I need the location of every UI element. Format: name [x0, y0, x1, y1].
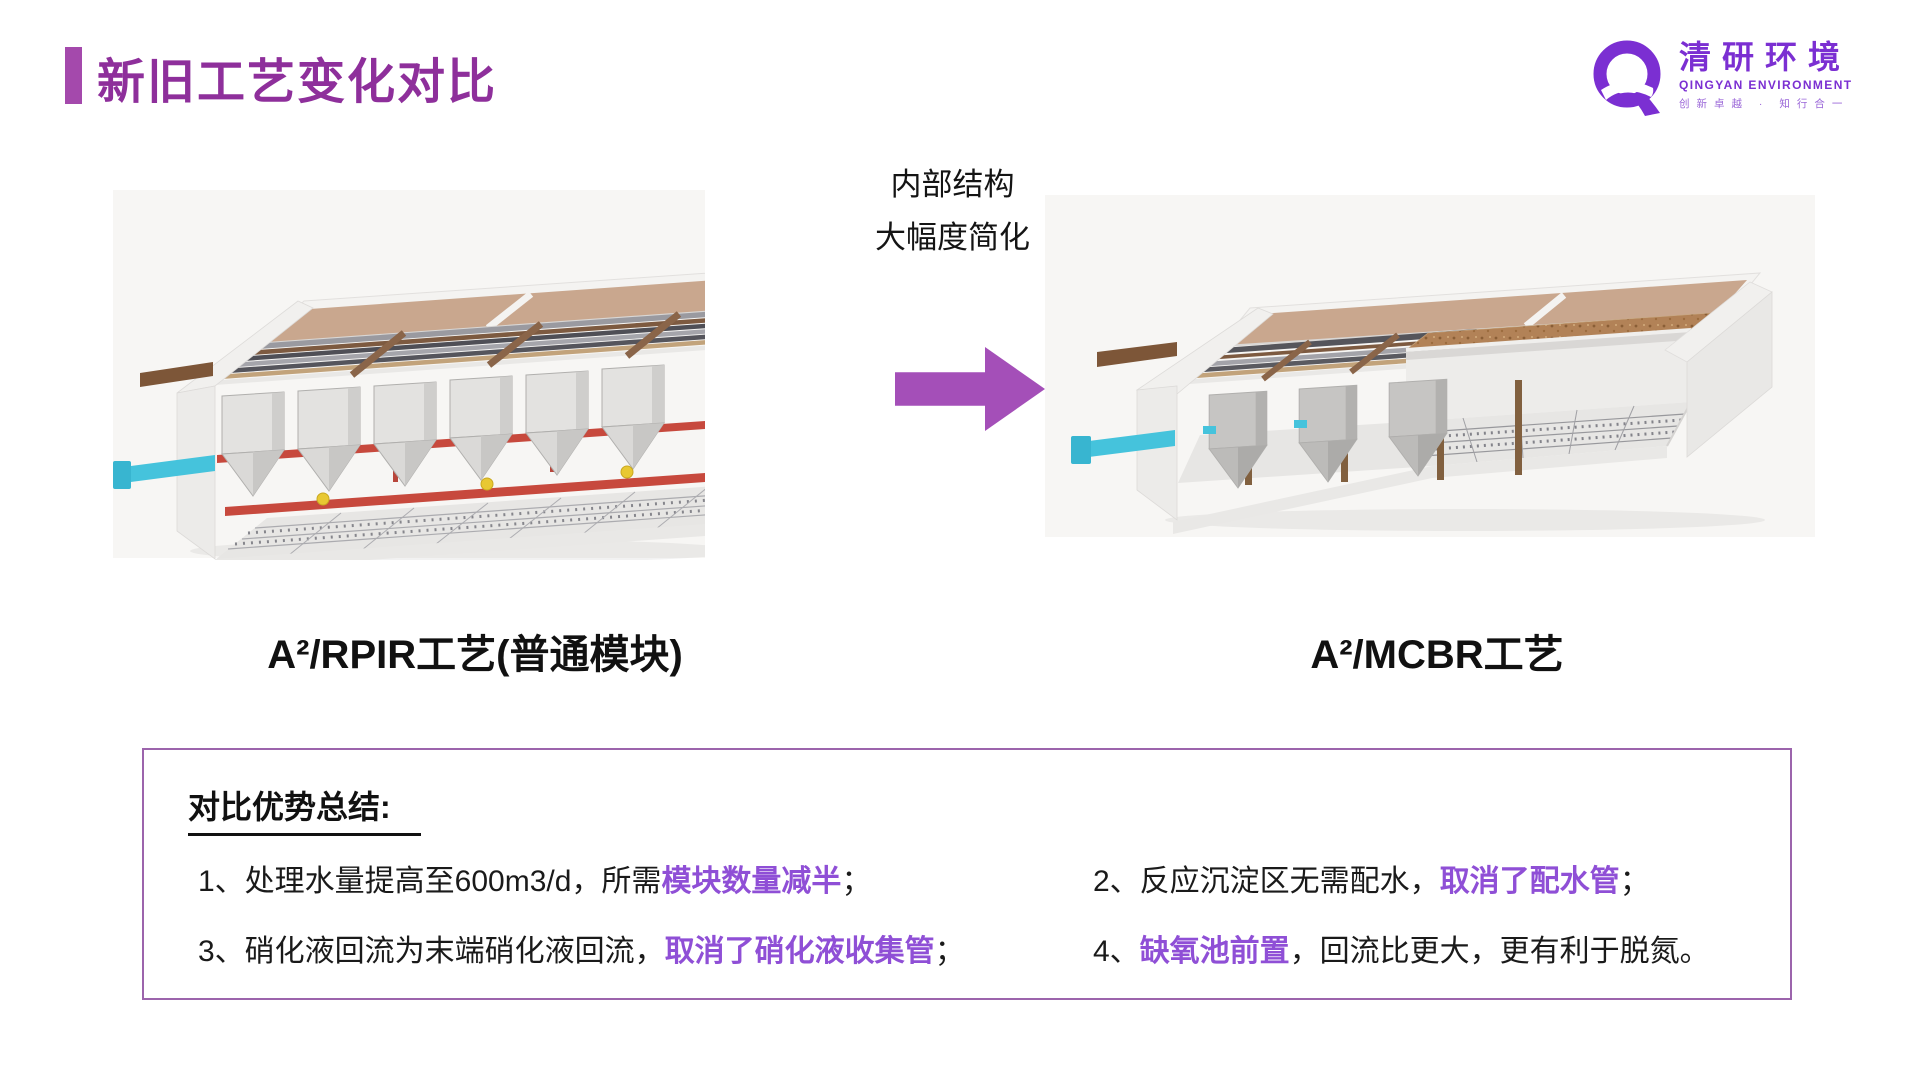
yellow-valve	[316, 492, 330, 506]
company-logo: 清研环境 QINGYAN ENVIRONMENT 创新卓越 · 知行合一	[1585, 34, 1853, 118]
logo-slogan: 创新卓越 · 知行合一	[1679, 97, 1850, 110]
red-distribution-pipe-front	[225, 473, 705, 516]
text-segment: ，回流比更大，更有利于脱氮。	[1289, 934, 1710, 968]
text-segment: 2、反应沉淀区无需配水，	[1093, 865, 1440, 898]
text-segment: ；	[1619, 865, 1650, 898]
highlighted-text-segment: 缺氧池前置	[1139, 934, 1290, 968]
yellow-valve	[620, 465, 634, 479]
summary-item-3: 3、硝化液回流为末端硝化液回流，取消了硝化液收集管；	[198, 930, 1093, 974]
summary-item-1: 1、处理水量提高至600m3/d，所需模块数量减半；	[198, 860, 1093, 904]
transition-note: 内部结构 大幅度简化	[845, 158, 1060, 265]
mcbr-caption: A²/MCBR工艺	[1310, 633, 1564, 677]
summary-item-4: 4、缺氧池前置，回流比更大，更有利于脱氮。	[1093, 930, 1760, 974]
logo-text: 清研环境 QINGYAN ENVIRONMENT 创新卓越 · 知行合一	[1679, 41, 1853, 111]
logo-name-en: QINGYAN ENVIRONMENT	[1679, 77, 1853, 92]
tank-walls	[1135, 281, 1773, 534]
text-segment: 1、处理水量提高至600m3/d，所需	[198, 865, 662, 898]
mcbr-process-image	[1045, 190, 1815, 542]
yellow-valve	[480, 477, 494, 491]
cyan-inlet-pipe	[113, 455, 215, 489]
cyan-pipe-fitting	[1203, 426, 1216, 434]
logo-name-cn: 清研环境	[1679, 39, 1852, 76]
cyan-inlet-pipe	[1071, 430, 1175, 464]
text-segment: ；	[841, 865, 872, 898]
open-basin-interior	[1406, 332, 1692, 478]
roof-cover	[261, 272, 705, 344]
reactor-module-rows	[1175, 329, 1477, 385]
right-arrow-icon	[895, 347, 1045, 431]
comparison-summary-box: 对比优势总结: 1、处理水量提高至600m3/d，所需模块数量减半； 2、反应沉…	[142, 748, 1792, 1000]
cyan-pipe-fitting	[1294, 420, 1307, 428]
qingyan-logo-icon	[1593, 40, 1661, 116]
summary-item-2: 2、反应沉淀区无需配水，取消了配水管；	[1093, 860, 1760, 904]
reactor-module-rows	[215, 311, 705, 385]
text-segment: 3、硝化液回流为末端硝化液回流，	[198, 934, 665, 968]
transition-note-line1: 内部结构	[890, 167, 1015, 202]
rpir-tank-cutaway-illustration	[113, 190, 705, 560]
summary-item-list: 1、处理水量提高至600m3/d，所需模块数量减半； 2、反应沉淀区无需配水，取…	[198, 860, 1760, 973]
mcbr-tank-cutaway-illustration	[1045, 195, 1815, 537]
title-accent-bar	[65, 47, 82, 104]
brown-inlet-stub-pipe	[1097, 342, 1177, 367]
rpir-process-image	[95, 155, 705, 560]
highlighted-text-segment: 取消了配水管	[1439, 865, 1620, 898]
summary-heading: 对比优势总结:	[188, 782, 421, 836]
floor-grid	[215, 486, 705, 560]
transition-note-line2: 大幅度简化	[875, 220, 1030, 256]
text-segment: ；	[934, 934, 965, 968]
highlighted-text-segment: 取消了硝化液收集管	[664, 934, 935, 968]
page-title: 新旧工艺变化对比	[97, 56, 498, 109]
highlighted-text-segment: 模块数量减半	[661, 865, 842, 898]
brown-inlet-stub-pipe	[140, 362, 213, 387]
rpir-caption: A²/RPIR工艺(普通模块)	[267, 633, 683, 677]
text-segment: 4、	[1093, 934, 1140, 968]
